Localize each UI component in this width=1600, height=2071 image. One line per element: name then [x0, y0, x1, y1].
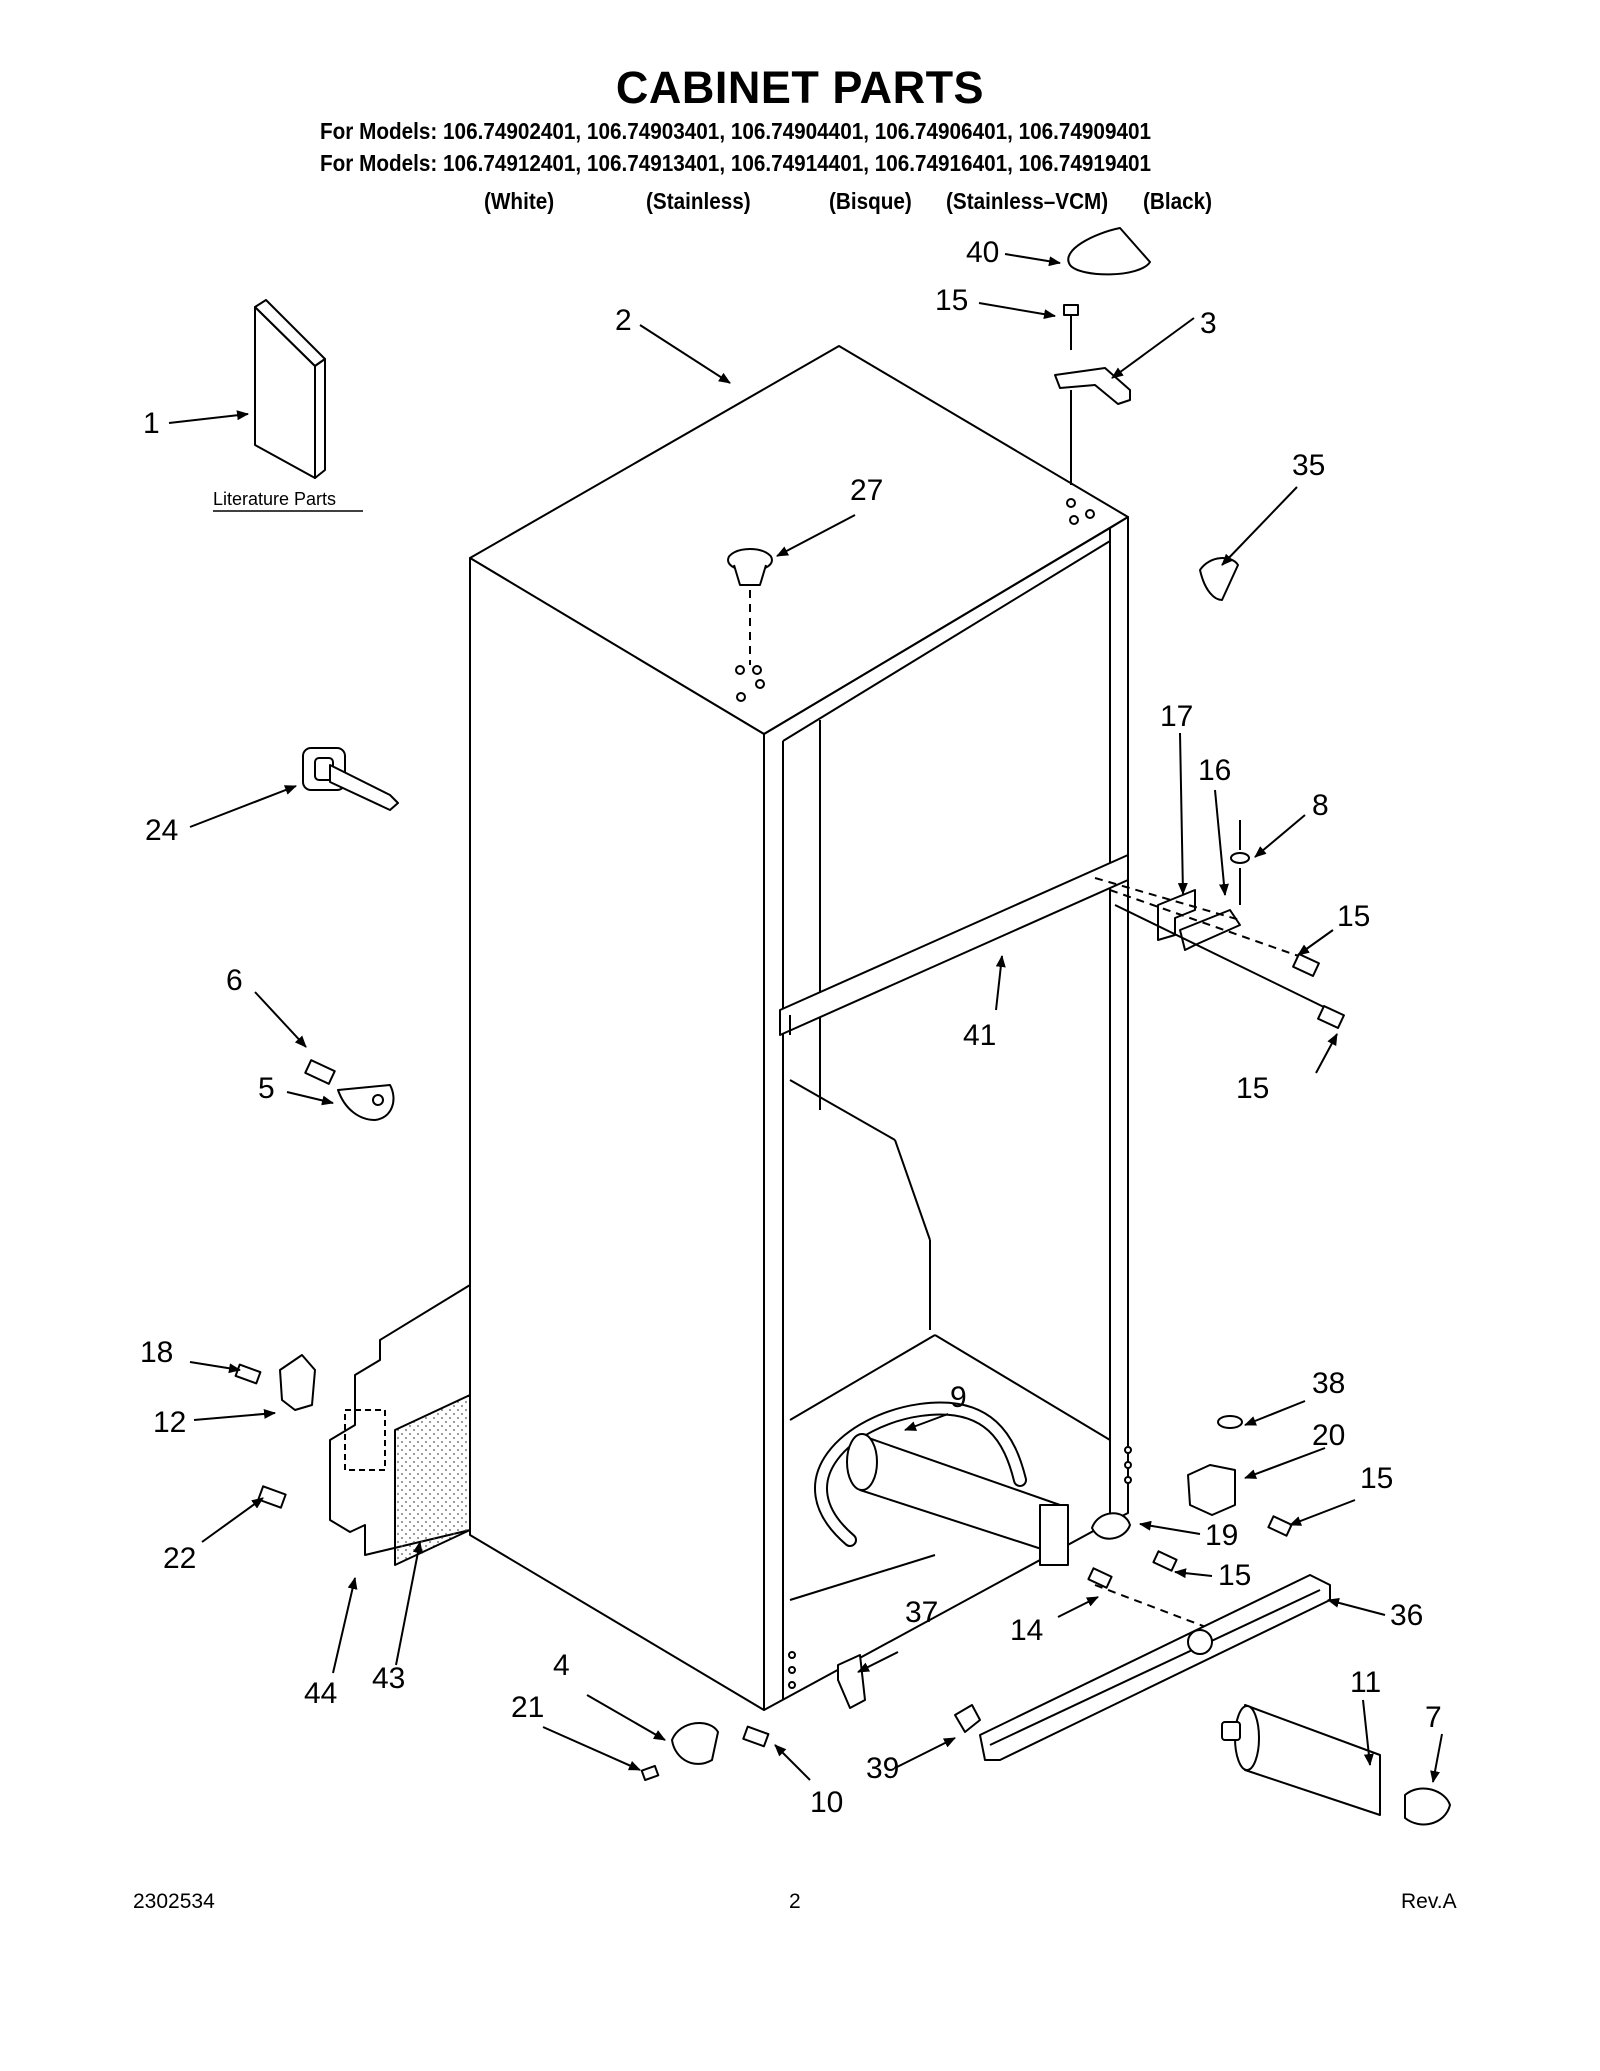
callout-7: 7	[1425, 1701, 1442, 1734]
callout-15-hinge: 15	[1337, 900, 1370, 933]
door-stop	[671, 1721, 719, 1765]
door-stop-pin	[640, 1764, 660, 1782]
callout-41: 41	[963, 1019, 996, 1052]
callout-19: 19	[1205, 1519, 1238, 1552]
callout-11: 11	[1350, 1666, 1381, 1699]
callout-36: 36	[1390, 1599, 1423, 1632]
literature-parts-booklet	[254, 299, 326, 479]
filter-cap-knob	[1404, 1787, 1451, 1826]
callout-6: 6	[226, 964, 243, 997]
callout-24: 24	[145, 814, 178, 847]
hinge-screw-top	[1063, 304, 1079, 350]
water-filter-cartridge	[1221, 1704, 1381, 1816]
callout-16: 16	[1198, 754, 1231, 787]
callout-38: 38	[1312, 1367, 1345, 1400]
callout-8: 8	[1312, 789, 1329, 822]
filter-bracket	[1091, 1415, 1243, 1540]
revision-label: Rev.A	[1401, 1890, 1457, 1913]
back-panel-screw	[257, 1485, 287, 1509]
hinge-screw-mid	[1292, 953, 1345, 1029]
cabinet-body	[469, 345, 1132, 1711]
finish-stainless: (Stainless)	[646, 188, 751, 214]
models-line-2: For Models: 106.74912401, 106.74913401, …	[320, 150, 1151, 176]
callout-20: 20	[1312, 1419, 1345, 1452]
callout-2: 2	[615, 304, 632, 337]
top-plug	[727, 548, 773, 586]
document-number: 2302534	[133, 1890, 215, 1913]
finish-black: (Black)	[1143, 188, 1213, 214]
hinge-cover-cap	[1067, 227, 1151, 276]
callout-15-bracket: 15	[1360, 1462, 1393, 1495]
callout-43: 43	[372, 1662, 405, 1695]
callout-1: 1	[143, 407, 160, 440]
finish-bisque: (Bisque)	[829, 188, 912, 214]
callout-15-hinge-lower: 15	[1236, 1072, 1269, 1105]
callout-labels: 1 2 3 4 5 6 7 8 9 10 11 12 14 15 15 15 1…	[140, 236, 1442, 1819]
callout-3: 3	[1200, 307, 1217, 340]
grille-clip	[954, 1704, 981, 1733]
center-rail	[779, 854, 1129, 1036]
filter-screw-2	[1152, 1550, 1178, 1572]
callout-9: 9	[950, 1381, 967, 1414]
door-stop-screw	[742, 1725, 770, 1748]
callout-5: 5	[258, 1072, 275, 1105]
back-cover-panel	[329, 1284, 471, 1566]
ground-clip	[234, 1354, 316, 1411]
tubing-clamp	[304, 1059, 395, 1121]
callout-35: 35	[1292, 449, 1325, 482]
callout-27: 27	[850, 474, 883, 507]
page-number: 2	[789, 1890, 801, 1913]
base-grille	[979, 1574, 1331, 1761]
water-filter-housing	[846, 1433, 1069, 1566]
finish-stainless-vcm: (Stainless–VCM)	[946, 188, 1109, 214]
callout-17: 17	[1160, 700, 1193, 733]
toe-grille-clip	[837, 1654, 866, 1709]
callout-4: 4	[553, 1649, 570, 1682]
bracket-screw	[1267, 1515, 1293, 1537]
models-line-1: For Models: 106.74902401, 106.74903401, …	[320, 118, 1151, 144]
filter-screw	[1087, 1567, 1113, 1589]
callout-22: 22	[163, 1542, 196, 1575]
page-title: CABINET PARTS	[615, 62, 985, 113]
callout-40: 40	[966, 236, 999, 269]
callout-10: 10	[810, 1786, 843, 1819]
callout-14: 14	[1010, 1614, 1043, 1647]
callout-12: 12	[153, 1406, 186, 1439]
callout-39: 39	[866, 1752, 899, 1785]
callout-44: 44	[304, 1677, 337, 1710]
callout-37: 37	[905, 1596, 938, 1629]
center-hinge	[1157, 820, 1250, 951]
hinge-trim	[1199, 557, 1239, 601]
finish-white: (White)	[484, 188, 555, 214]
leader-arrows	[168, 253, 1443, 1783]
callout-21: 21	[511, 1691, 544, 1724]
callout-15-top: 15	[935, 284, 968, 317]
literature-parts-label: Literature Parts	[213, 489, 336, 509]
callout-18: 18	[140, 1336, 173, 1369]
leveling-pin	[302, 747, 399, 811]
callout-15-filter: 15	[1218, 1559, 1251, 1592]
